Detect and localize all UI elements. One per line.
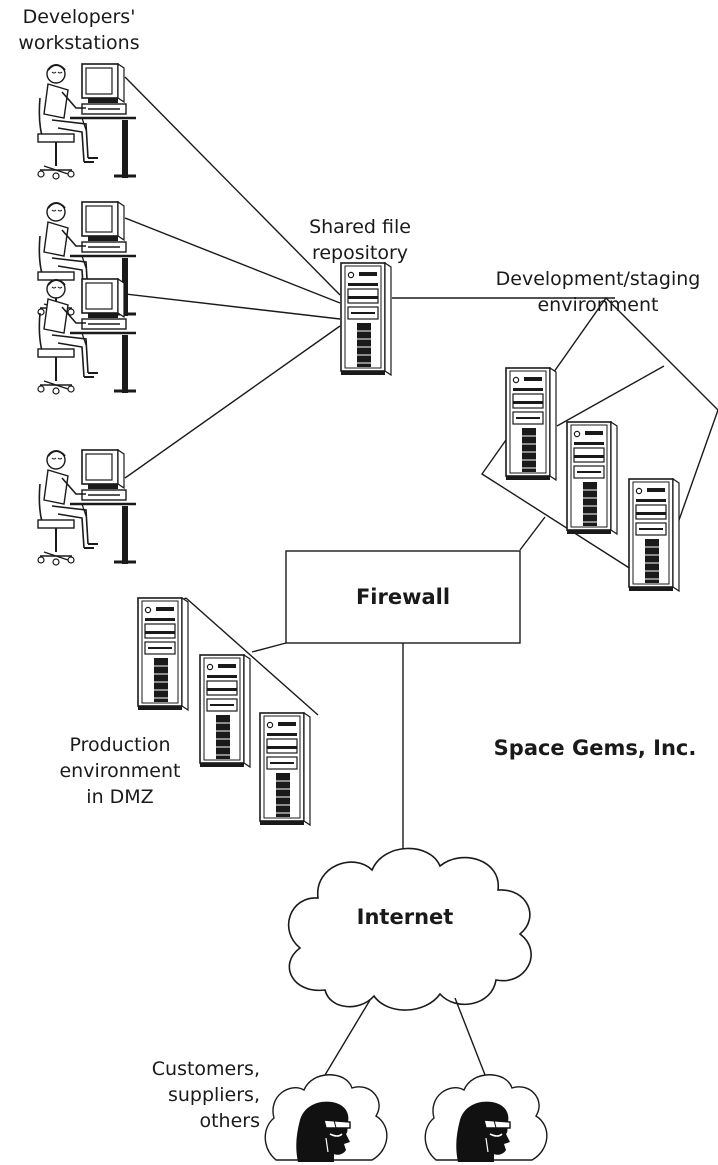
developers-label-line: Developers' [22, 6, 136, 28]
developer-workstation-icon [36, 448, 138, 567]
developer-workstation-icon [36, 277, 138, 396]
company-label: Space Gems, Inc. [493, 736, 697, 760]
staging-inner-line [556, 365, 665, 427]
customers-label: Customers, suppliers, others [120, 1056, 260, 1134]
staging-server-icon [628, 478, 680, 592]
production-label-line: environment [59, 760, 181, 782]
customers-label-line: Customers, [151, 1058, 260, 1080]
staging-server-icon [566, 421, 618, 535]
developer-workstation-icon [36, 62, 138, 181]
firewall-label: Firewall [355, 585, 451, 609]
developers-label-line: workstations [18, 32, 140, 54]
internet-label: Internet [356, 905, 454, 929]
production-server-icon [137, 597, 189, 711]
staging-label-line: environment [537, 294, 659, 316]
staging-server-icon [505, 367, 557, 481]
production-server-icon [199, 654, 251, 768]
customers-label-line: suppliers, [167, 1084, 260, 1106]
internet-cloud-icon [287, 847, 532, 1011]
staging-label: Development/staging environment [478, 266, 718, 318]
production-server-icon [259, 712, 311, 826]
repository-label: Shared file repository [290, 214, 430, 266]
repository-label-line: Shared file [309, 216, 411, 238]
production-label-line: in DMZ [86, 786, 154, 808]
staging-firewall-link [519, 516, 546, 551]
staging-label-line: Development/staging [495, 268, 701, 290]
repository-server-icon [340, 262, 392, 376]
internet-customer-links [321, 997, 488, 1081]
developers-label: Developers' workstations [0, 4, 158, 56]
firewall-box [285, 550, 521, 644]
workstation-links [124, 76, 341, 479]
repository-label-line: repository [311, 242, 409, 264]
customers-label-line: others [199, 1110, 260, 1132]
production-label: Production environment in DMZ [50, 732, 190, 810]
production-label-line: Production [69, 734, 171, 756]
